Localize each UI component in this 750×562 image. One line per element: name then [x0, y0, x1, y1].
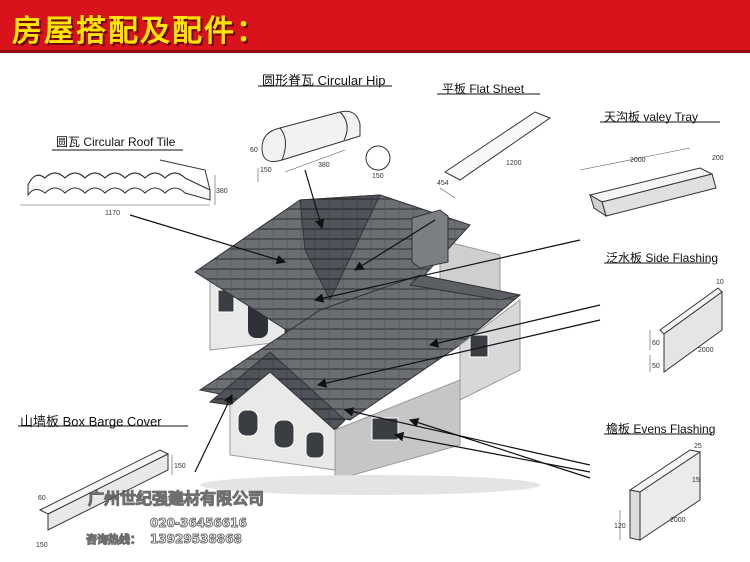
- pointer-evens-3: [408, 418, 591, 479]
- watermark-hotline-label: 咨询热线：: [86, 533, 142, 547]
- dim-text: 150: [372, 173, 384, 180]
- label-side-flashing: 泛水板 Side Flashing: [606, 251, 719, 265]
- header-banner: 房屋搭配及配件：: [0, 0, 750, 53]
- dim-text: 454: [437, 180, 449, 187]
- label-flat-sheet: 平板 Flat Sheet: [442, 82, 525, 96]
- pointer-roof-tile: [129, 214, 287, 265]
- wall-right: [459, 299, 521, 401]
- dim-text: 2000: [698, 347, 714, 354]
- dim-text: 150: [174, 463, 186, 470]
- dim-text: 10: [716, 279, 724, 286]
- label-circular-roof-tile: 圆瓦 Circular Roof Tile: [56, 135, 176, 149]
- pointer-flat-sheet: [353, 219, 436, 271]
- dim-text: 60: [250, 147, 258, 154]
- dim-text: 50: [652, 363, 660, 370]
- dim-text: 200: [712, 155, 724, 162]
- pointer-valley: [313, 239, 581, 303]
- label-valley-tray: 天沟板 valey Tray: [604, 110, 699, 124]
- dim-text: 60: [38, 495, 46, 502]
- dim-text: 60: [652, 340, 660, 347]
- part-side-flashing: [604, 262, 723, 373]
- window: [273, 419, 295, 449]
- watermark-mobile: 13929538868: [150, 532, 243, 547]
- pointer-side-flashing: [428, 304, 601, 348]
- pointer-hip: [304, 169, 325, 230]
- label-circular-hip: 圆形脊瓦 Circular Hip: [262, 73, 386, 88]
- pointer-barge: [194, 393, 233, 473]
- dim-text: 2000: [670, 517, 686, 524]
- dim-text: 380: [318, 162, 330, 169]
- part-flat-sheet: [437, 93, 552, 199]
- page-title: 房屋搭配及配件：: [12, 14, 268, 49]
- label-evens-flashing: 檐板 Evens Flashing: [606, 422, 716, 436]
- part-circular-roof-tile: [20, 149, 216, 206]
- window: [305, 431, 325, 459]
- window: [237, 409, 259, 437]
- pointer-evens-2: [393, 431, 591, 473]
- pointer-side-flashing-2: [316, 319, 601, 388]
- label-box-barge-cover: 山墙板 Box Barge Cover: [20, 414, 162, 429]
- part-valley-tray: [579, 121, 720, 218]
- dim-text: 15: [692, 477, 700, 484]
- dim-text: 150: [260, 167, 272, 174]
- chimney: [411, 209, 449, 269]
- pointer-lines: [129, 169, 601, 479]
- watermark-company: 广州世纪强建材有限公司: [87, 489, 265, 509]
- part-circular-hip: [257, 85, 392, 182]
- house-model: [194, 194, 540, 495]
- watermark-phone: 020-36456616: [150, 516, 248, 531]
- dim-text: 1200: [506, 160, 522, 167]
- dim-text: 150: [36, 542, 48, 549]
- dim-text: 380: [216, 188, 228, 195]
- shadow: [200, 475, 540, 495]
- valley: [408, 274, 521, 301]
- pointer-evens-1: [343, 407, 591, 466]
- dim-text: 120: [614, 523, 626, 530]
- part-box-barge-cover: [18, 425, 188, 531]
- part-evens-flashing: [604, 433, 712, 541]
- dim-text: 1170: [105, 210, 120, 217]
- dim-text: 25: [694, 443, 702, 450]
- window: [371, 417, 399, 441]
- dim-text: 2000: [630, 157, 646, 164]
